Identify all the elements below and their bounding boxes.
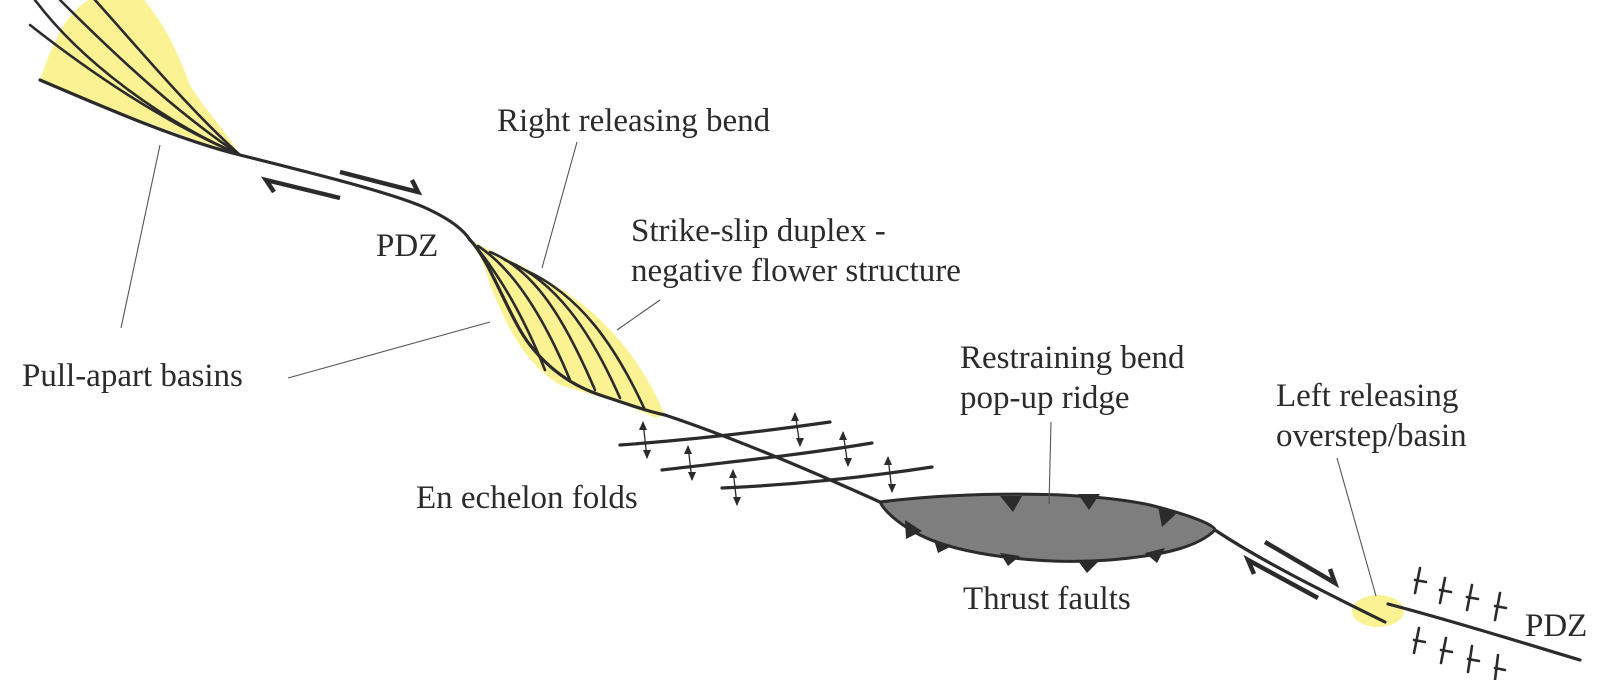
tick-upper-3 — [1465, 583, 1480, 612]
duplex-strand-4 — [503, 258, 622, 400]
leader-restraining-bend — [1048, 421, 1052, 505]
fold-symbol — [839, 431, 852, 467]
pop-up-ridge — [877, 492, 1217, 573]
thrust-tooth — [1000, 553, 1020, 566]
leader-strike-slip-duplex — [616, 299, 661, 331]
leader-right-releasing-bend — [541, 141, 578, 269]
en-echelon-folds — [618, 412, 934, 506]
label-thrust-faults: Thrust faults — [963, 581, 1131, 617]
normal-fault-ticks — [1412, 566, 1508, 680]
label-right-releasing-bend: Right releasing bend — [497, 103, 771, 139]
tick-upper-2 — [1438, 576, 1453, 605]
label-pdz-left: PDZ — [376, 228, 438, 264]
slip-arrows-left — [260, 169, 423, 201]
tick-upper-1 — [1413, 566, 1428, 595]
pdz-segment-upper — [38, 78, 472, 242]
thrust-tooth — [1145, 548, 1165, 563]
label-restraining-line1: Restraining bend — [960, 340, 1185, 376]
thrust-tooth — [1158, 506, 1176, 527]
fold-axis-2 — [660, 441, 874, 472]
tick-lower-3 — [1466, 644, 1481, 674]
slip-arrow-lower — [260, 176, 341, 201]
fold-symbol — [639, 421, 651, 459]
label-strike-slip-line1: Strike-slip duplex - — [631, 213, 886, 249]
slip-arrow-upper — [339, 169, 423, 196]
fold-symbol — [791, 412, 804, 447]
leader-pull-apart-2 — [287, 321, 491, 379]
slip-arrow-upper-right — [1263, 540, 1340, 589]
thrust-tooth — [905, 520, 922, 539]
pdz-segment-releasing — [468, 238, 667, 417]
fold-symbol — [884, 456, 896, 493]
fold-symbol — [684, 445, 696, 481]
thrust-tooth — [1000, 496, 1022, 512]
thrust-tooth — [1078, 560, 1100, 573]
leader-pull-apart-1 — [120, 144, 161, 329]
left-releasing-basin — [1352, 595, 1404, 627]
principal-displacement-zone — [38, 78, 1582, 662]
pull-apart-basin-upper — [28, 0, 242, 157]
thrust-tooth — [934, 540, 952, 553]
label-pull-apart-basins: Pull-apart basins — [22, 358, 243, 394]
thrust-tooth — [1078, 494, 1100, 510]
duplex-strand-2 — [476, 244, 572, 382]
tick-lower-2 — [1439, 636, 1454, 665]
pdz-segment-lower — [1213, 528, 1387, 624]
upper-basin-strand-4 — [93, 0, 242, 157]
label-en-echelon-folds: En echelon folds — [416, 480, 638, 516]
tick-lower-1 — [1412, 626, 1427, 655]
label-strike-slip-line2: negative flower structure — [631, 253, 961, 289]
fold-axis-3 — [720, 465, 934, 490]
label-restraining-line2: pop-up ridge — [960, 380, 1130, 416]
slip-arrow-lower-right — [1243, 554, 1320, 600]
tick-upper-4 — [1493, 591, 1508, 622]
ridge-shape — [877, 492, 1217, 563]
tick-lower-4 — [1493, 653, 1507, 680]
leader-lines — [120, 141, 1377, 597]
label-left-releasing-line2: overstep/basin — [1276, 418, 1467, 454]
duplex-strand-5 — [523, 268, 647, 412]
leader-left-releasing — [1336, 457, 1377, 597]
slip-arrows-right — [1243, 540, 1340, 600]
fold-symbol — [729, 469, 741, 506]
pdz-segment-right — [1386, 602, 1582, 662]
upper-basin-strand-1 — [58, 0, 242, 157]
label-pdz-right: PDZ — [1525, 608, 1587, 644]
upper-basin-strand-3 — [33, 0, 242, 157]
label-left-releasing-line1: Left releasing — [1276, 378, 1458, 414]
